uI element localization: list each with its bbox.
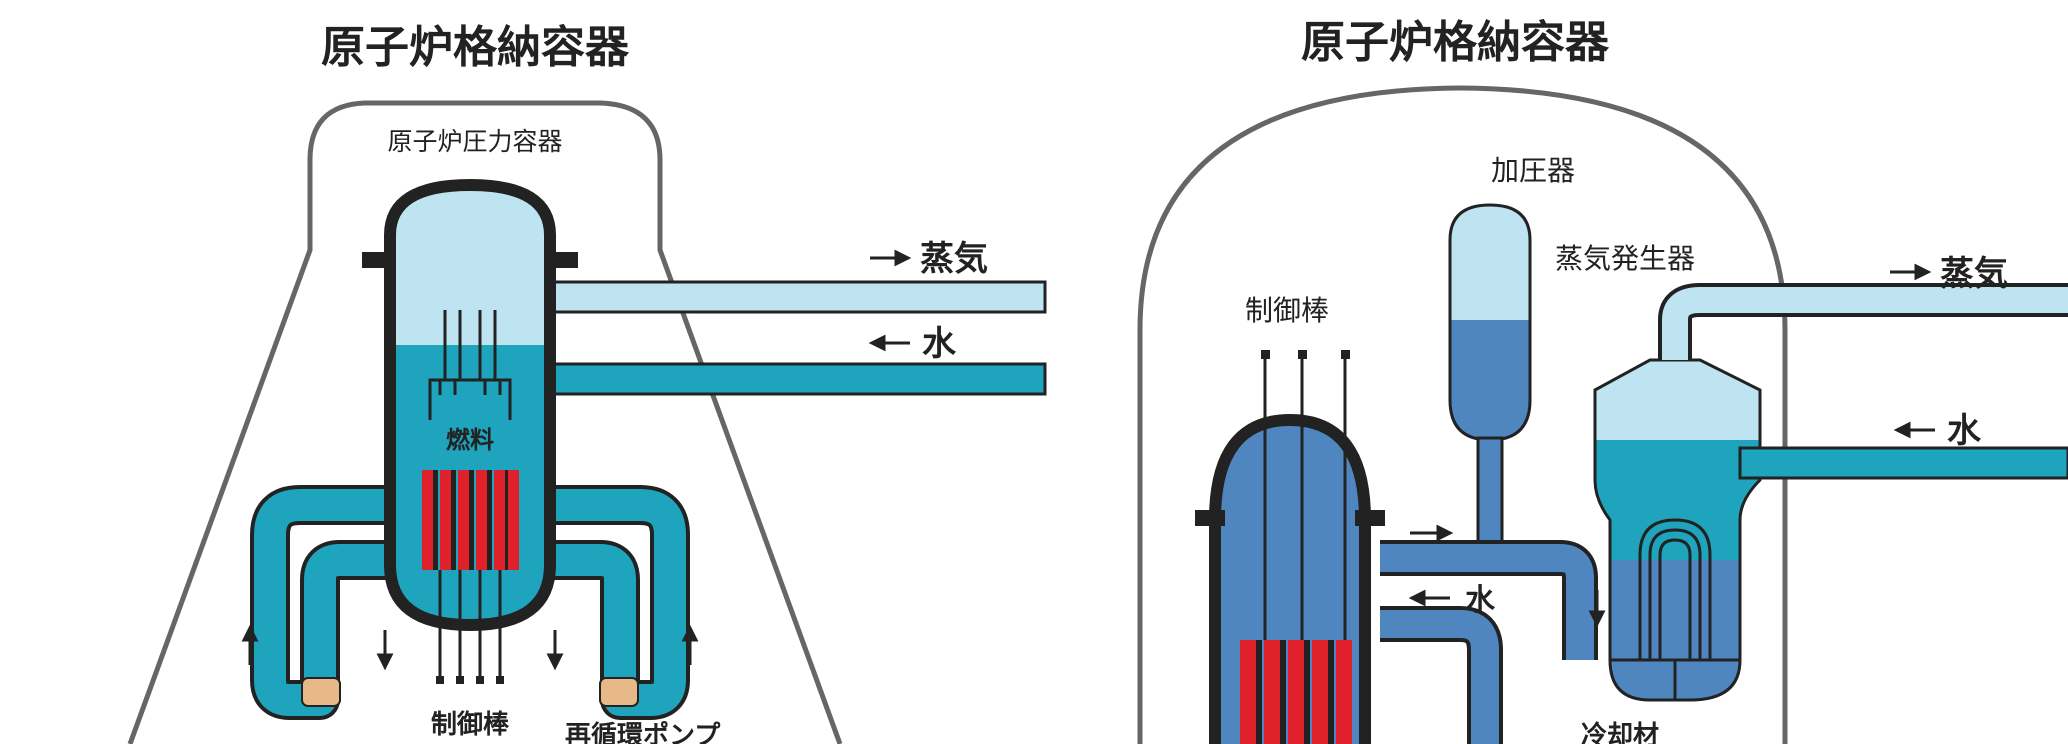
bwr-flow-arrows [241,624,699,671]
bwr-steam-separator [428,310,512,420]
bwr-steam-label: 蒸気 [920,239,988,279]
bwr-diagram: 原子炉格納容器 原子炉圧力容器 [127,22,1047,744]
bwr-fuel-rod [458,470,469,570]
pwr-fuel-assembly [1238,640,1358,744]
pwr-steam-generator [1593,358,1762,702]
bwr-control-rods [438,570,502,680]
pwr-sg-down-arrow [1588,590,1606,628]
bwr-fuel-rod [476,470,487,570]
pwr-loop-water-label: 水 [1465,583,1496,618]
bwr-recirc-loop-left [250,485,390,720]
pwr-hot-leg-arrow [1410,524,1454,542]
bwr-fuel-rod [508,470,519,570]
pwr-pressurizer-label: 加圧器 [1491,154,1575,187]
pwr-steam-label: 蒸気 [1940,254,2008,294]
bwr-fuel-rod [422,470,433,570]
pwr-containment-outline [1137,85,1788,744]
pwr-water-label: 水 [1947,411,1982,451]
pwr-control-rods-label: 制御棒 [1245,294,1329,327]
pwr-fuel-rod [1240,640,1256,744]
bwr-fuel-assembly [420,470,520,570]
pwr-fuel-rod [1288,640,1304,744]
bwr-fuel-rod [494,470,505,570]
bwr-recirc-pump-left [301,677,341,707]
bwr-steam-pipe [548,280,1047,314]
pwr-coolant-pump-label: 冷却材 [1581,720,1659,744]
pwr-water-pipe [1738,446,2068,480]
bwr-containment-title: 原子炉格納容器 [321,22,630,73]
pwr-surge-line [1476,436,1504,550]
pwr-diagram: 原子炉格納容器 加圧器 蒸気発生器 制御棒 [1137,17,2068,744]
pwr-steam-arrow [1890,263,1932,281]
bwr-water-arrow [868,334,910,352]
bwr-water-label: 水 [922,324,957,364]
pwr-fuel-rod [1336,640,1352,744]
bwr-steam-arrow [870,249,912,267]
pwr-fuel-rod [1312,640,1328,744]
bwr-fuel-label: 燃料 [446,426,494,454]
pwr-fuel-rod [1264,640,1280,744]
pwr-steam-generator-label: 蒸気発生器 [1555,242,1695,275]
bwr-pressure-vessel-label: 原子炉圧力容器 [387,127,562,156]
bwr-recirc-pump-label: 再循環ポンプ [565,720,721,744]
bwr-containment-outline [127,100,843,744]
bwr-recirc-pump-right [599,677,639,707]
bwr-control-rods-label: 制御棒 [431,709,510,740]
pwr-containment-title: 原子炉格納容器 [1301,17,1610,68]
pwr-loop-water-arrow [1408,589,1450,607]
pwr-cold-leg [1380,606,1503,744]
bwr-water-pipe [548,362,1047,396]
pwr-pressurizer [1448,203,1532,442]
bwr-recirc-loop-right [550,485,690,720]
pwr-water-arrow [1893,421,1935,439]
bwr-fuel-rod [440,470,451,570]
